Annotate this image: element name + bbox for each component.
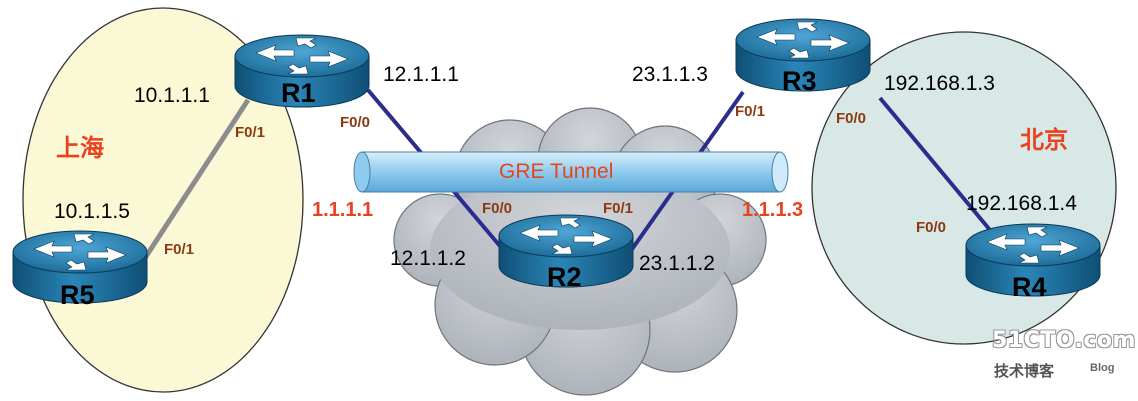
link-r3-r4 (878, 96, 992, 232)
watermark-logo: 51CTO.com (992, 328, 1136, 353)
router-r3-name: R3 (782, 66, 817, 96)
r2-port-f01: F0/1 (603, 200, 634, 217)
r1-ip-right: 12.1.1.1 (383, 63, 459, 86)
watermark-blog: Blog (1090, 362, 1115, 374)
r3-ip-left: 23.1.1.3 (632, 63, 708, 86)
router-r2-name: R2 (547, 262, 582, 292)
city-beijing: 北京 (1020, 127, 1068, 154)
city-shanghai: 上海 (56, 135, 104, 162)
watermark: 51CTO.com 技术博客 Blog (992, 328, 1136, 380)
link-r1-r5 (142, 98, 251, 260)
r5-port-f01: F0/1 (164, 241, 195, 258)
r1-port-f00: F0/0 (340, 114, 371, 131)
r1-ip-left: 10.1.1.1 (134, 84, 210, 107)
r5-ip: 10.1.1.5 (54, 200, 130, 223)
r2-port-f00: F0/0 (482, 200, 513, 217)
gre-tunnel-pipe (353, 151, 789, 193)
router-r4-name: R4 (1012, 272, 1047, 302)
tunnel-ip-right: 1.1.1.3 (742, 199, 804, 221)
r3-port-f00: F0/0 (836, 110, 867, 127)
tunnel-label: GRE Tunnel (499, 160, 614, 183)
r3-ip-right: 192.168.1.3 (884, 72, 995, 95)
r4-ip: 192.168.1.4 (966, 192, 1077, 215)
tunnel-ip-left: 1.1.1.1 (312, 199, 374, 221)
r4-port-f00: F0/0 (916, 219, 947, 236)
r1-port-f01: F0/1 (235, 124, 266, 141)
r2-ip-right: 23.1.1.2 (639, 252, 715, 275)
watermark-subtitle: 技术博客 (994, 363, 1055, 380)
r3-port-f01: F0/1 (735, 103, 766, 120)
router-r1-name: R1 (281, 78, 316, 108)
r2-ip-left: 12.1.1.2 (390, 247, 466, 270)
router-r5-name: R5 (60, 280, 95, 310)
